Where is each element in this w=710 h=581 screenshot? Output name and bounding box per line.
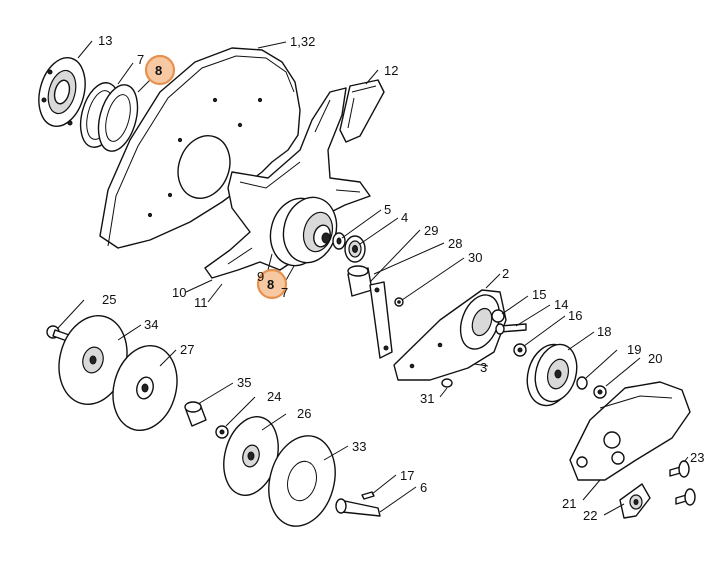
nut-part-24[interactable] [215,425,229,439]
callout-25[interactable]: 25 [102,292,116,307]
callout-labels: 13 7 8 1,32 12 5 4 29 28 30 2 15 14 16 1… [98,33,704,523]
nut-part-15[interactable] [491,309,505,323]
callout-2[interactable]: 2 [502,266,509,281]
bushing-part-35[interactable] [184,401,207,427]
callout-24[interactable]: 24 [267,389,281,404]
callout-9[interactable]: 9 [257,269,264,284]
tensioner-plate-part-2[interactable] [393,289,507,381]
leader-lines [57,40,689,516]
callout-35[interactable]: 35 [237,375,251,390]
callout-29[interactable]: 29 [424,223,438,238]
callout-13[interactable]: 13 [98,33,112,48]
callout-3[interactable]: 3 [480,360,487,375]
washer-part-19[interactable] [576,376,588,390]
callout-7-top[interactable]: 7 [137,52,144,67]
callout-11[interactable]: 11 [194,295,208,310]
callout-4[interactable]: 4 [401,210,408,225]
callout-34[interactable]: 34 [144,317,158,332]
callout-28[interactable]: 28 [448,236,462,251]
bolt-part-14[interactable] [495,323,527,335]
plate-part-22[interactable] [619,483,651,519]
knob-part-23[interactable] [669,460,696,506]
callout-19[interactable]: 19 [627,342,641,357]
shaft-part-6[interactable] [335,498,381,517]
callout-16[interactable]: 16 [568,308,582,323]
callout-18[interactable]: 18 [597,324,611,339]
washer-part-5[interactable] [332,232,346,250]
cover-part-21[interactable] [569,381,691,481]
callout-26[interactable]: 26 [297,406,311,421]
disc-part-27[interactable] [104,338,186,437]
callout-8-bottom[interactable]: 8 [267,277,274,292]
callout-30[interactable]: 30 [468,250,482,265]
nut-part-20[interactable] [593,385,607,399]
screw-part-31[interactable] [441,378,453,388]
flange-part-13[interactable] [32,52,93,131]
callout-12[interactable]: 12 [384,63,398,78]
callout-1-32[interactable]: 1,32 [290,34,315,49]
washer-part-16[interactable] [513,343,527,357]
pin-part-17[interactable] [361,491,375,500]
callout-27[interactable]: 27 [180,342,194,357]
sleeve-part-28[interactable] [347,265,373,297]
pulley-part-18[interactable] [521,339,583,410]
callout-15[interactable]: 15 [532,287,546,302]
callout-5[interactable]: 5 [384,202,391,217]
callout-21[interactable]: 21 [562,496,576,511]
disc-part-26[interactable] [216,411,287,502]
guard-part-1-32[interactable] [99,47,301,249]
callout-23[interactable]: 23 [690,450,704,465]
callout-17[interactable]: 17 [400,468,414,483]
bracket-arm-assembly[interactable] [204,87,371,279]
disc-part-34[interactable] [49,308,136,412]
callout-31[interactable]: 31 [420,391,434,406]
callout-33[interactable]: 33 [352,439,366,454]
bearing-part-4[interactable] [344,235,366,263]
callout-10[interactable]: 10 [172,285,186,300]
callout-7-bottom[interactable]: 7 [281,285,288,300]
callout-8-top[interactable]: 8 [155,63,162,78]
callout-20[interactable]: 20 [648,351,662,366]
highlight-circle-top [144,54,176,86]
pulley-part-9[interactable] [263,191,344,271]
ring-part-8[interactable] [92,80,144,155]
callout-22[interactable]: 22 [583,508,597,523]
bar-part-12[interactable] [339,79,385,143]
screw-part-30[interactable] [394,297,404,307]
callout-14[interactable]: 14 [554,297,568,312]
callout-6[interactable]: 6 [420,480,427,495]
link-bar-part-29[interactable] [369,281,393,359]
disc-part-33[interactable] [259,428,345,533]
highlight-circle-bottom [256,268,288,300]
